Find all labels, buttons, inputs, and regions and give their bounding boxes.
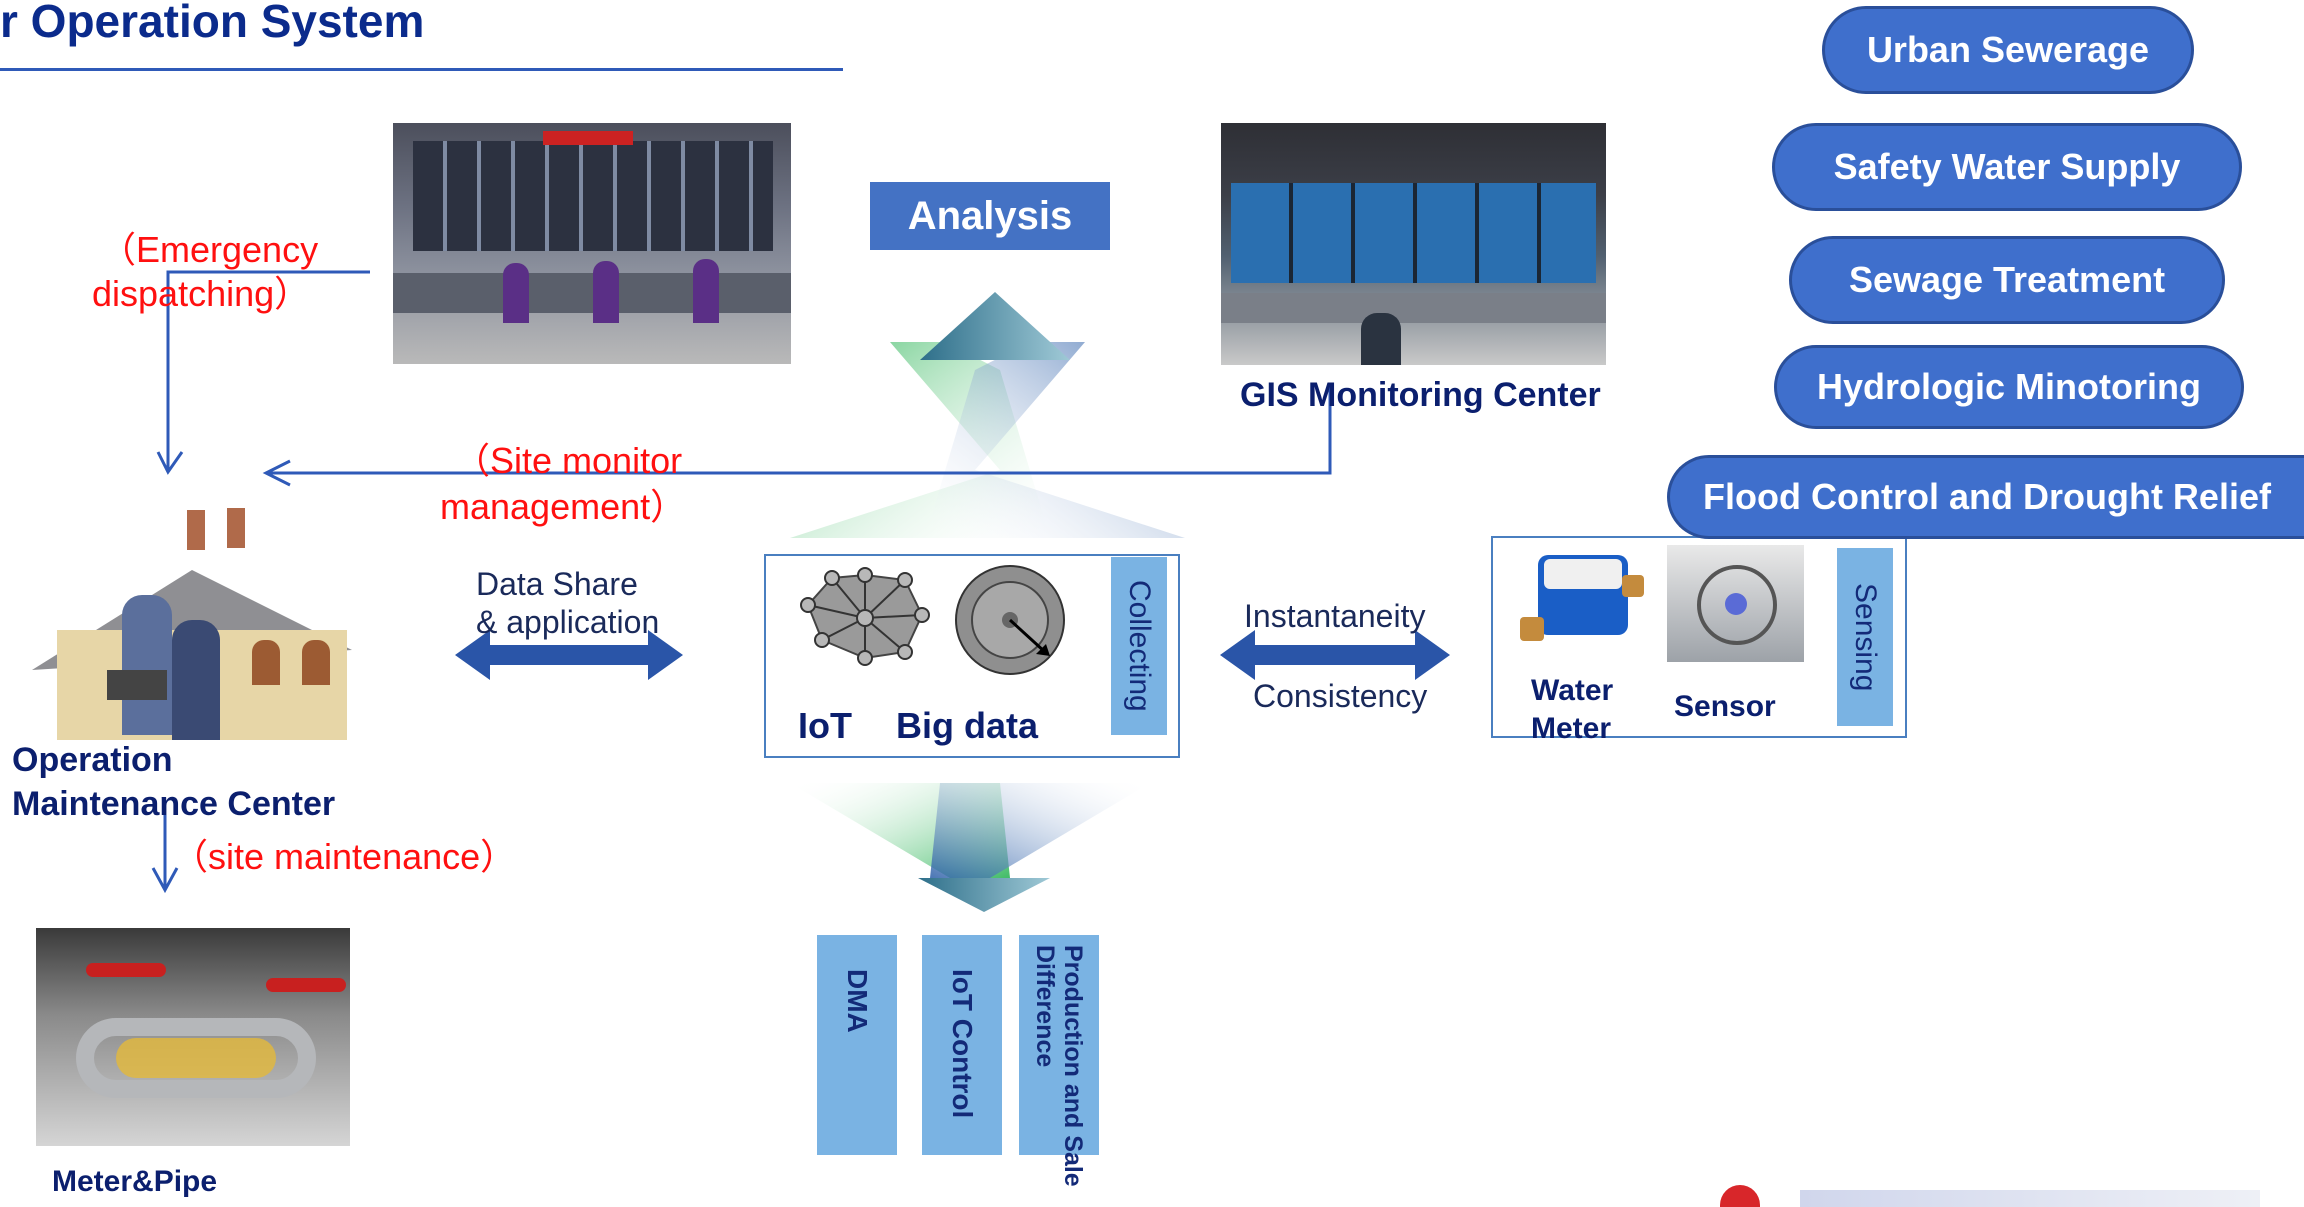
emergency-dispatch-photo xyxy=(393,123,791,364)
app-hydrologic-monitoring: Hydrologic Minotoring xyxy=(1774,345,2244,429)
collecting-label: Collecting xyxy=(1123,580,1156,712)
site-maintenance-annotation: （site maintenance） xyxy=(172,836,517,877)
output-iot-control-label: IoT Control xyxy=(947,969,978,1119)
sensor-label: Sensor xyxy=(1674,690,1776,723)
title-underline xyxy=(0,68,843,71)
iot-label: IoT xyxy=(798,705,852,746)
operation-house-illustration xyxy=(12,490,367,755)
big-data-icon xyxy=(955,565,1065,675)
output-production-sale-label: Production and Sale Difference xyxy=(1031,945,1087,1187)
output-dma-bar: DMA xyxy=(817,935,897,1155)
app-safety-water-supply: Safety Water Supply xyxy=(1772,123,2242,211)
gis-center-label: GIS Monitoring Center xyxy=(1240,376,1601,414)
app-urban-sewerage: Urban Sewerage xyxy=(1822,6,2194,94)
consistency-label: Consistency xyxy=(1253,678,1428,714)
collecting-box xyxy=(764,554,1180,758)
emergency-dispatching-annotation: （Emergency dispatching） xyxy=(92,229,319,314)
site-monitor-annotation: （Site monitor management） xyxy=(440,440,687,527)
sensing-label: Sensing xyxy=(1849,582,1882,692)
app-sewage-treatment: Sewage Treatment xyxy=(1789,236,2225,324)
page-title: r Operation System xyxy=(0,0,425,47)
iot-network-icon xyxy=(800,567,930,666)
site-monitor-connector xyxy=(262,383,1332,487)
sensor-photo xyxy=(1667,545,1804,662)
data-share-label: Data Share & application xyxy=(476,566,660,640)
output-production-sale-bar: Production and Sale Difference xyxy=(1019,935,1099,1187)
site-maintenance-connector xyxy=(151,815,179,894)
water-meter-label: Water Meter xyxy=(1531,674,1614,745)
gis-center-photo xyxy=(1221,123,1606,365)
operation-center-label: Operation Maintenance Center xyxy=(12,741,336,823)
app-flood-control: Flood Control and Drought Relief xyxy=(1667,455,2304,539)
downward-funnel-arrow xyxy=(790,783,1150,912)
output-iot-control-bar: IoT Control xyxy=(922,935,1002,1155)
analysis-label: Analysis xyxy=(907,193,1073,238)
logo-fragment-red xyxy=(1720,1185,1760,1207)
big-data-label: Big data xyxy=(896,705,1039,746)
analysis-box: Analysis xyxy=(870,182,1110,250)
upward-funnel-arrow xyxy=(790,292,1185,538)
meter-pipe-label: Meter&Pipe xyxy=(52,1165,218,1198)
instantaneity-double-arrow xyxy=(1220,630,1450,680)
data-share-double-arrow xyxy=(455,630,683,680)
water-meter-photo xyxy=(1520,545,1645,660)
instantaneity-label: Instantaneity xyxy=(1244,598,1426,634)
emergency-connector xyxy=(156,270,370,475)
logo-fragment-banner xyxy=(1800,1190,2260,1207)
sensing-bar: Sensing xyxy=(1837,548,1893,726)
output-dma-label: DMA xyxy=(842,969,873,1033)
collecting-bar: Collecting xyxy=(1111,557,1167,735)
meter-pipe-photo xyxy=(36,928,350,1146)
